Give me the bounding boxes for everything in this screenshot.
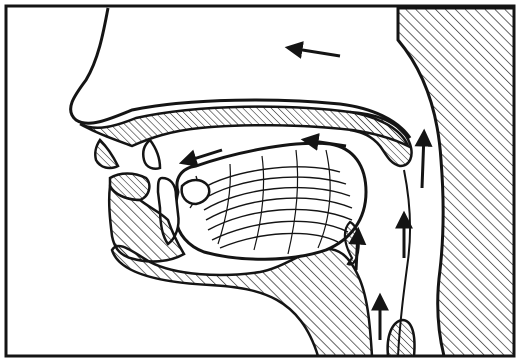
uvula-airflow-arrow [422,134,424,188]
upper-teeth [143,140,160,169]
nasal-airflow-arrow [290,48,340,56]
pharynx-airflow-arrow [356,232,358,270]
tongue-tip [182,180,210,204]
back-of-head-hatching [398,8,514,356]
soft-palate [350,112,412,166]
upper-lip [95,140,118,168]
